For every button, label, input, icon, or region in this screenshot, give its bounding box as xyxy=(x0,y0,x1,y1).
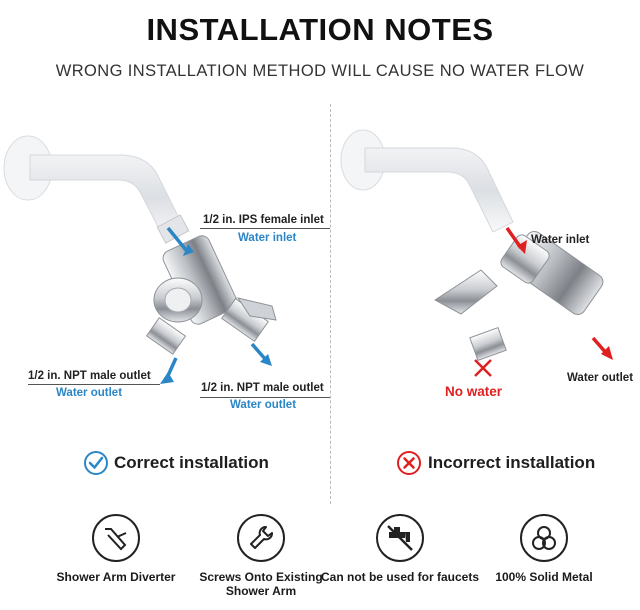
page-title: INSTALLATION NOTES xyxy=(146,12,494,47)
feature-wrench xyxy=(237,514,285,562)
water-flow-arrows xyxy=(160,226,272,384)
handheld-holder xyxy=(434,269,498,315)
inlet-callout-line xyxy=(200,228,330,229)
flow-arrows xyxy=(505,226,613,360)
feature-no-faucet xyxy=(376,514,424,562)
feature-label-solid-metal: 100% Solid Metal xyxy=(495,570,593,584)
bottom-outlet xyxy=(469,326,507,362)
feature-label-shower-arm: Shower Arm Diverter xyxy=(56,570,176,584)
left-outlet-caption: Water outlet xyxy=(56,387,123,399)
right-outlet-label: 1/2 in. NPT male outlet xyxy=(201,382,324,394)
shower-arm xyxy=(364,147,514,233)
x-circle-icon xyxy=(397,451,421,475)
correct-status-text: Correct installation xyxy=(114,453,269,472)
shower-arm-icon xyxy=(92,514,140,562)
wrench-icon xyxy=(237,514,285,562)
panel-divider xyxy=(330,104,331,504)
incorrect-inlet-caption: Water inlet xyxy=(531,234,590,246)
correct-installation-illustration xyxy=(3,135,277,384)
left-outlet-callout-line xyxy=(28,384,160,385)
feature-label-wrench: Screws Onto Existing Shower Arm xyxy=(199,570,323,598)
left-outlet-label: 1/2 in. NPT male outlet xyxy=(28,370,151,382)
page-subtitle: WRONG INSTALLATION METHOD WILL CAUSE NO … xyxy=(55,62,585,80)
left-outlet xyxy=(145,317,187,355)
no-water-caption: No water xyxy=(445,384,503,399)
incorrect-installation-illustration xyxy=(340,129,613,377)
incorrect-outlet-caption: Water outlet xyxy=(567,372,634,384)
feature-shower-arm xyxy=(92,514,140,562)
right-outlet-caption: Water outlet xyxy=(230,399,297,411)
feature-solid-metal xyxy=(520,514,568,562)
inlet-label: 1/2 in. IPS female inlet xyxy=(203,214,324,226)
feature-label-no-faucet: Can not be used for faucets xyxy=(320,570,480,584)
no-faucet-icon xyxy=(376,514,424,562)
check-circle-icon xyxy=(84,451,108,475)
right-outlet-callout-line xyxy=(200,397,330,398)
inlet-caption: Water inlet xyxy=(238,232,297,244)
incorrect-status-text: Incorrect installation xyxy=(428,453,596,472)
metal-bars-icon xyxy=(520,514,568,562)
handheld-clip xyxy=(236,297,277,321)
blocked-x-icon xyxy=(474,359,492,377)
